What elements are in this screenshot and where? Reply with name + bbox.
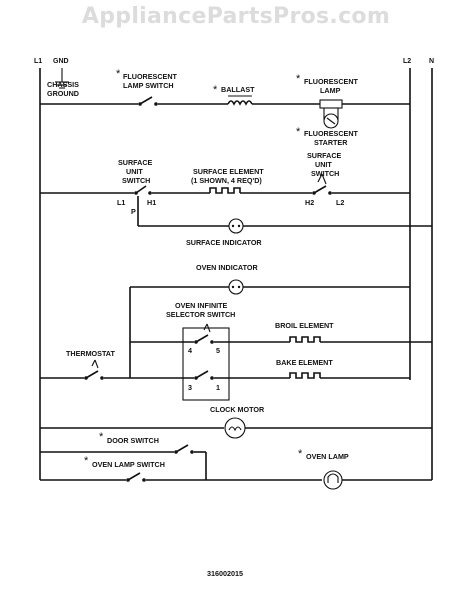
sus-left-label-3: SWITCH bbox=[122, 176, 150, 185]
sel-term-5: 5 bbox=[216, 346, 220, 355]
oven-lamp-label: OVEN LAMP bbox=[306, 452, 349, 461]
star-fl-switch: * bbox=[116, 68, 121, 80]
clock-motor-label: CLOCK MOTOR bbox=[210, 405, 265, 414]
star-fl-starter: * bbox=[296, 126, 301, 138]
sus-left-label-1: SURFACE bbox=[118, 158, 153, 167]
rail-l2-label: L2 bbox=[403, 58, 411, 65]
fl-lamp-label-2: LAMP bbox=[320, 86, 341, 95]
oven-circuit bbox=[40, 279, 432, 401]
term-p: P bbox=[131, 207, 136, 216]
oven-lamp-circuit bbox=[40, 444, 432, 490]
star-door-switch: * bbox=[99, 431, 104, 443]
rail-gnd-label: GND bbox=[53, 58, 69, 65]
door-switch-label: DOOR SWITCH bbox=[107, 436, 159, 445]
part-number: 316002015 bbox=[207, 569, 243, 578]
star-oven-lamp: * bbox=[298, 448, 303, 460]
sel-term-1: 1 bbox=[216, 383, 220, 392]
sel-term-4: 4 bbox=[188, 346, 192, 355]
sus-right-label-2: UNIT bbox=[315, 160, 332, 169]
chassis-label-1: CHASSIS bbox=[47, 80, 79, 89]
surface-element-circuit bbox=[40, 173, 432, 234]
star-ballast: * bbox=[213, 84, 218, 96]
surface-element-label-1: SURFACE ELEMENT bbox=[193, 167, 264, 176]
term-h1: H1 bbox=[147, 198, 156, 207]
term-l2: L2 bbox=[336, 198, 344, 207]
term-h2: H2 bbox=[305, 198, 314, 207]
surface-element-label-2: (1 SHOWN, 4 REQ'D) bbox=[191, 176, 262, 185]
fluorescent-circuit bbox=[40, 95, 410, 129]
broil-element-label: BROIL ELEMENT bbox=[275, 321, 334, 330]
fl-starter-label-1: FLUORESCENT bbox=[304, 129, 359, 138]
surface-indicator-label: SURFACE INDICATOR bbox=[186, 238, 262, 247]
rail-n-label: N bbox=[429, 58, 434, 65]
oven-lamp-switch-label: OVEN LAMP SWITCH bbox=[92, 460, 165, 469]
watermark: AppliancePartsPros.com bbox=[81, 4, 391, 29]
term-l1: L1 bbox=[117, 198, 125, 207]
thermostat-label: THERMOSTAT bbox=[66, 349, 115, 358]
sus-right-label-3: SWITCH bbox=[311, 169, 339, 178]
fl-switch-label-2: LAMP SWITCH bbox=[123, 81, 174, 90]
fl-lamp-label-1: FLUORESCENT bbox=[304, 77, 359, 86]
rail-l1-label: L1 bbox=[34, 58, 42, 65]
chassis-label-2: GROUND bbox=[47, 89, 79, 98]
oven-selector-label-1: OVEN INFINITE bbox=[175, 301, 228, 310]
clock-motor-circuit bbox=[40, 417, 432, 439]
oven-selector-label-2: SELECTOR SWITCH bbox=[166, 310, 235, 319]
sel-term-3: 3 bbox=[188, 383, 192, 392]
star-oven-lamp-switch: * bbox=[84, 455, 89, 467]
oven-indicator-label: OVEN INDICATOR bbox=[196, 263, 258, 272]
chassis-ground-symbol bbox=[55, 68, 69, 89]
bake-element-label: BAKE ELEMENT bbox=[276, 358, 333, 367]
sus-right-label-1: SURFACE bbox=[307, 151, 342, 160]
star-fl-lamp: * bbox=[296, 73, 301, 85]
ballast-label: BALLAST bbox=[221, 85, 255, 94]
fl-starter-label-2: STARTER bbox=[314, 138, 348, 147]
sus-left-label-2: UNIT bbox=[126, 167, 143, 176]
fl-switch-label-1: FLUORESCENT bbox=[123, 72, 178, 81]
